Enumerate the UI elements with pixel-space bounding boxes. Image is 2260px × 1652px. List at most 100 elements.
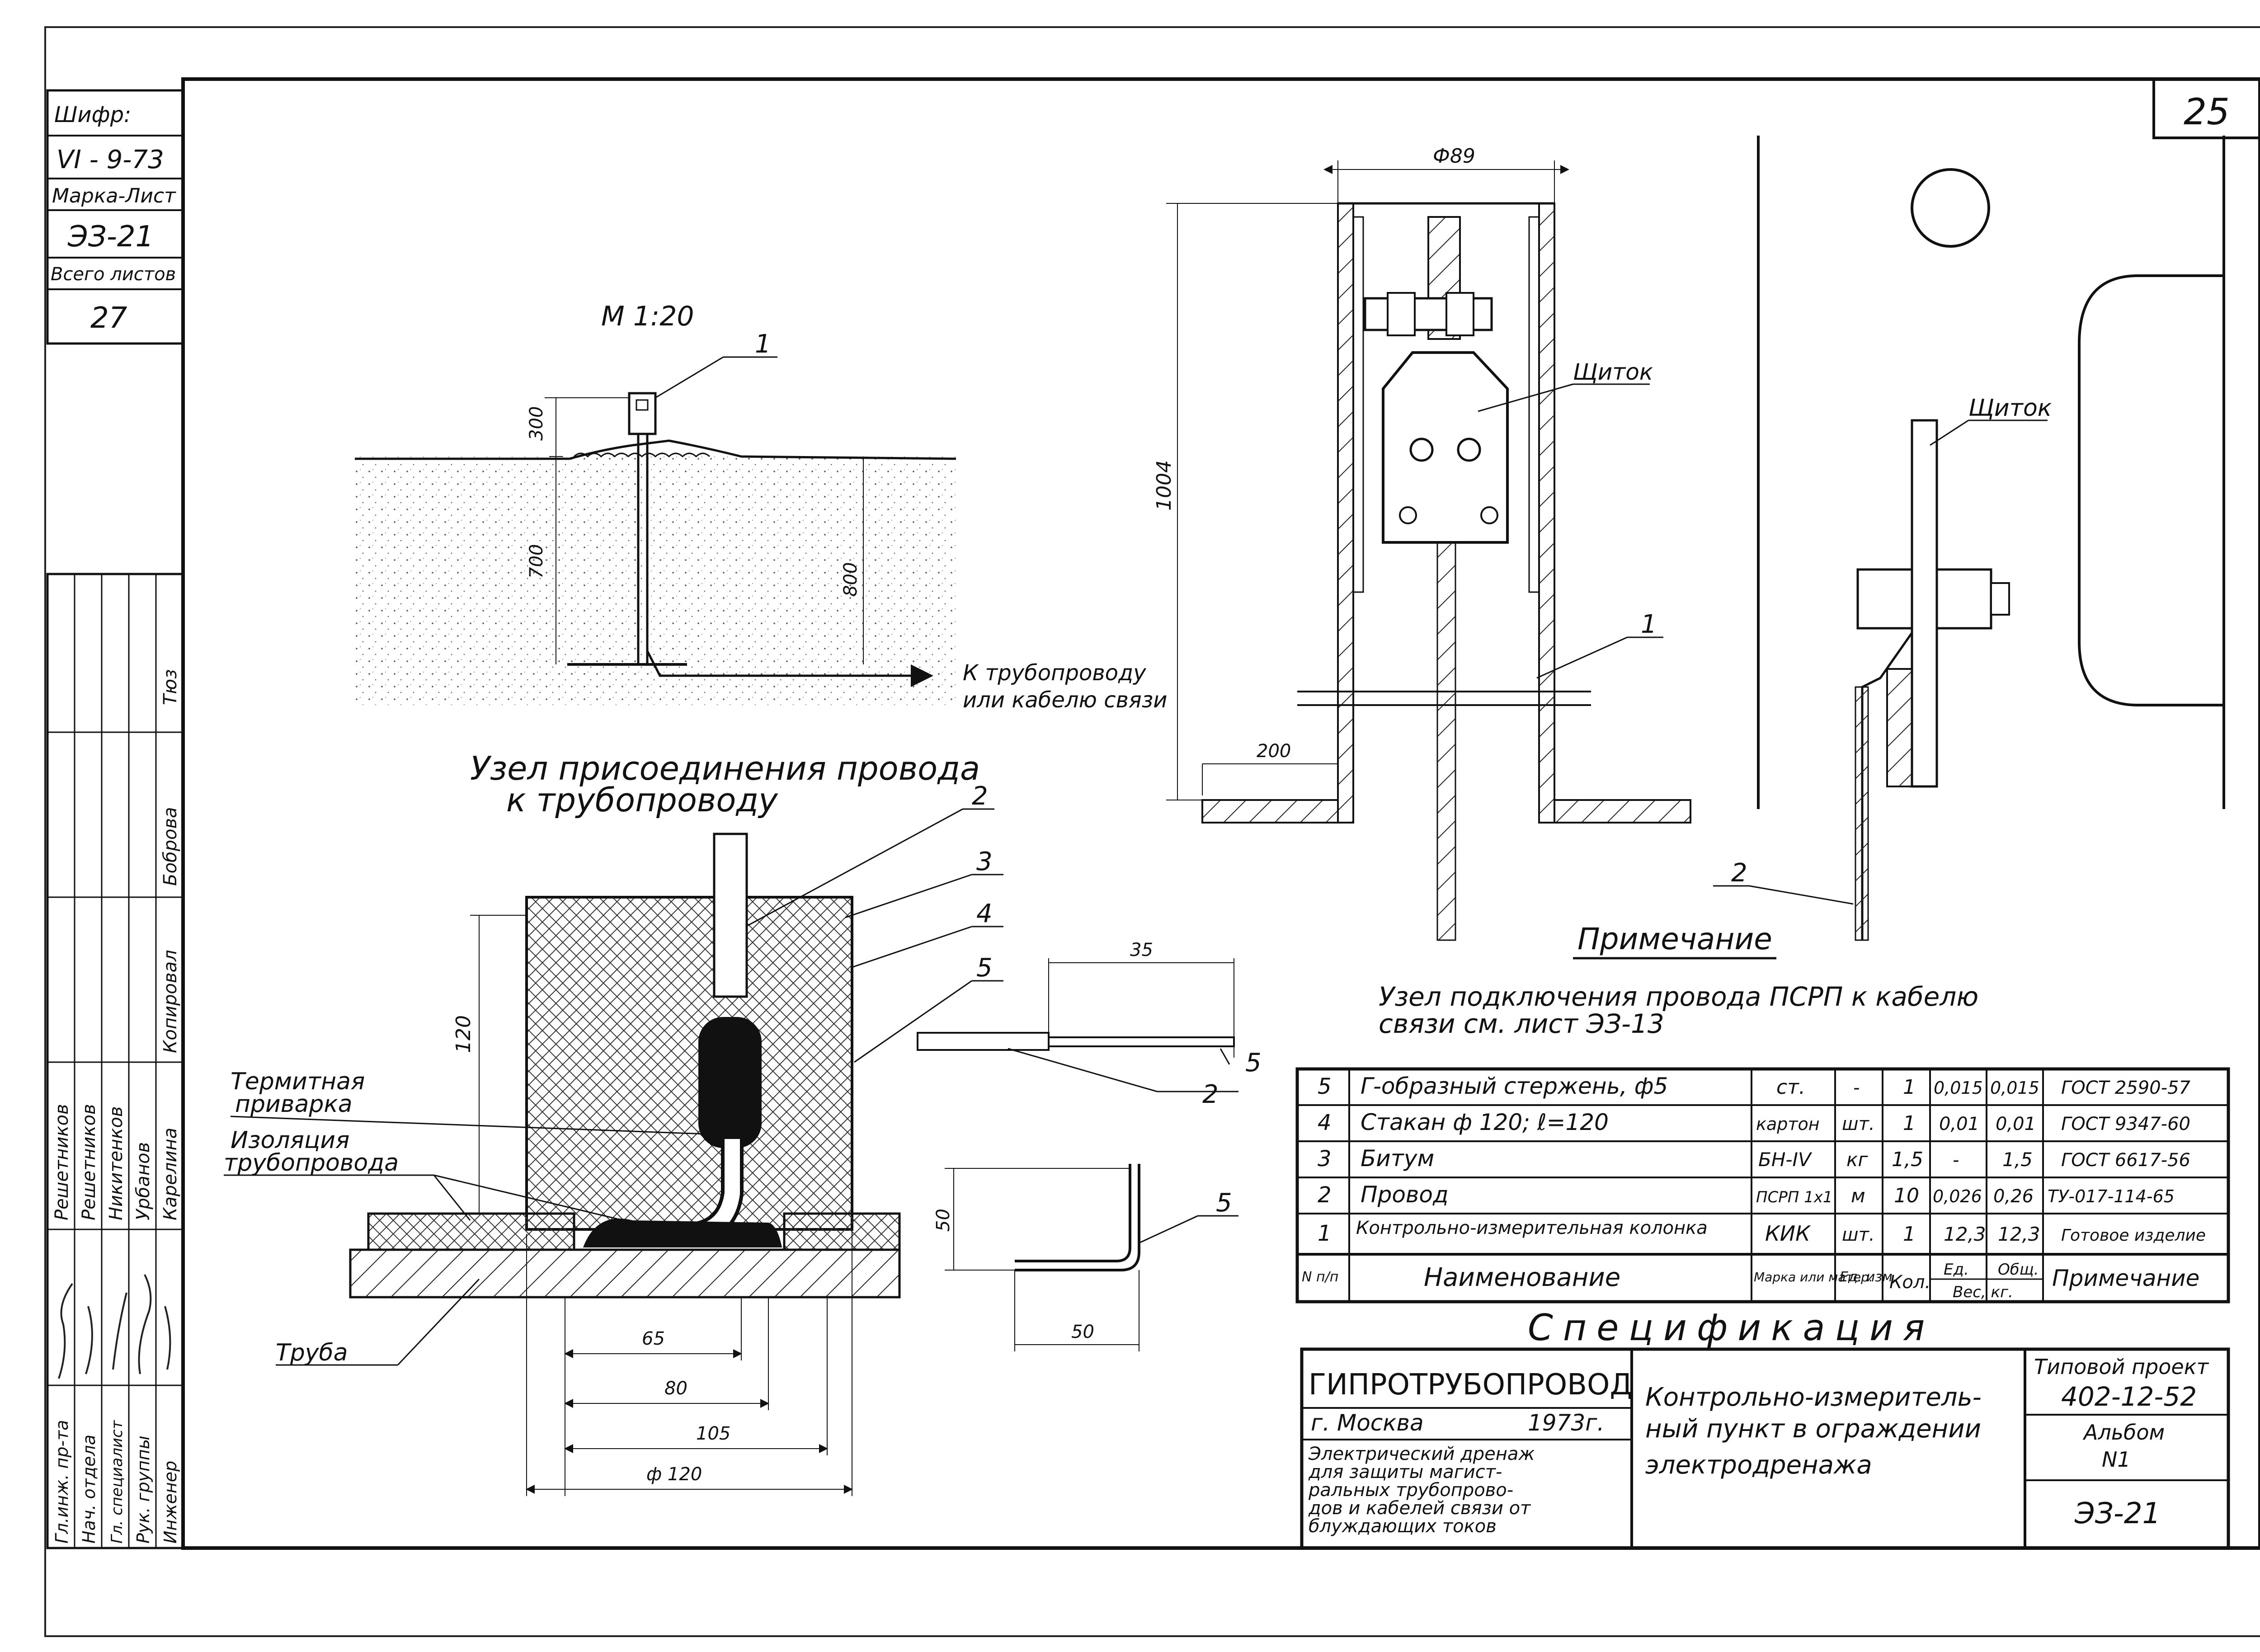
spec-header-mark: Марка или матер. [1754,1270,1873,1285]
inner-sleeve-right [1528,216,1540,593]
subject-line-2: для защиты магист- [1308,1462,1502,1483]
insulation-right [783,1212,901,1251]
label-thermite-2: приварка [235,1091,353,1118]
mark-label: Марка-Лист [52,184,176,207]
spec-row3-w1: - [1953,1150,1959,1171]
label-insulation-2: трубопровода [224,1149,399,1177]
dim-65: 65 [642,1328,665,1349]
drawing-line-2: ный пункт в ограждении [1645,1414,1981,1444]
spec-row1-w1: 12,3 [1944,1223,1986,1245]
signature-scribbles [58,1274,171,1379]
thermite-weld [583,1219,782,1247]
rod-wire [917,1032,1050,1051]
callout-5-rod-a: 5 [1245,1048,1262,1078]
side-cutout [2078,274,2224,706]
spec-row3-name: Битум [1361,1145,1434,1172]
spec-row3-mark: БН-IV [1758,1148,1813,1171]
spec-row4-name: Стакан ф 120; ℓ=120 [1361,1109,1609,1135]
note: Примечание Узел подключения провода ПСРП… [1379,922,1978,1039]
spec-row3-unit: кг [1846,1148,1868,1171]
spec-row1-name: Контрольно-измерительная колонка [1356,1218,1708,1238]
stamp-role-5: Инженер [160,1461,180,1544]
ground-mound [573,452,711,458]
node-view: Узел присоединения провода к трубопровод… [224,749,1003,1496]
spec-row1-note: Готовое изделие [2061,1226,2206,1245]
spec-row3-n: 3 [1318,1146,1332,1172]
total-label: Всего листов [51,264,176,285]
panel [1382,351,1509,544]
spec-row3-qty: 1,5 [1892,1148,1923,1171]
sheet-number-box [2152,78,2260,139]
cipher-label: Шифр: [54,102,131,127]
project-value: 402-12-52 [2061,1381,2197,1412]
note-title: Примечание [1577,922,1772,956]
spec-row1-unit: шт. [1842,1224,1875,1245]
drawing-line-3: электродренажа [1645,1450,1872,1480]
stamp-name-1: Решетников [52,1104,72,1220]
spec-row4-mark: картон [1756,1114,1820,1134]
org-year: 1973г. [1528,1410,1604,1436]
stamp-name-3: Никитенков [106,1106,127,1221]
l-rod [1015,1164,1140,1271]
rod [1048,1036,1235,1047]
label-panel-column: Щиток [1573,359,1653,385]
base-right [1554,799,1691,824]
node-title-2: к трубопроводу [506,781,778,819]
spec-row5-w1: 0,015 [1934,1078,1983,1098]
pipe-wall [349,1248,901,1299]
album-value: N1 [2102,1447,2131,1472]
dim-800: 800 [840,562,861,597]
spec-row1-w2: 12,3 [1998,1223,2040,1245]
subject-line-4: дов и кабелей связи от [1308,1498,1531,1519]
sheet-code: ЭЗ-21 [2074,1497,2161,1530]
subject-line-1: Электрический дренаж [1308,1444,1535,1464]
spec-row3-w2: 1,5 [2002,1148,2033,1171]
spec-header-weight: Вес, кг. [1953,1283,2013,1301]
spec-header-w2: Общ. [1998,1261,2039,1279]
album-label: Альбом [2082,1420,2165,1445]
spec-header-w1: Ед. [1944,1261,1969,1279]
dim-phi-89: Ф89 [1433,145,1475,168]
spec-row5-unit: - [1853,1078,1860,1098]
total-value: 27 [90,301,127,335]
spec-row5-note: ГОСТ 2590-57 [2061,1078,2191,1098]
base-left [1201,799,1339,824]
callout-1-scale: 1 [755,329,771,359]
spec-row5-mark: ст. [1776,1076,1805,1099]
pipe-label-2: или кабелю связи [963,687,1167,713]
spec-header-unit: Ед. изм. [1840,1269,1897,1285]
dim-700: 700 [526,544,547,579]
dim-cup-diameter: ф 120 [646,1464,702,1485]
subject-line-5: блуждающих токов [1309,1516,1497,1537]
label-panel-side: Щиток [1968,395,2052,422]
bitumen-plug [698,1017,762,1148]
spec-row2-note: ТУ-017-114-65 [2048,1186,2175,1206]
column-head-window [636,399,649,411]
mark-value: ЭЗ-21 [67,220,154,254]
spec-row2-n: 2 [1318,1182,1332,1208]
spec-row2-mark: ПСРП 1х1 [1756,1188,1833,1206]
insulation-left [367,1212,575,1251]
spec-row5-name: Г-образный стержень, ф5 [1361,1073,1668,1099]
stamp-bobrova: Боброва [160,807,181,886]
drawing-line-1: Контрольно-измеритель- [1645,1383,1982,1412]
side-stamp: Гл.инж. пр-та Нач. отдела Гл. специалист… [46,573,184,1549]
spec-row2-qty: 10 [1894,1184,1919,1207]
stamp-role-4: Рук. группы [133,1435,153,1544]
column-right-wall [1538,202,1555,824]
dim-300: 300 [526,406,547,441]
l-rod-inner [1015,1164,1131,1262]
top-hole [1911,168,1990,248]
rod-view: 35 5 2 50 50 5 [917,940,1262,1351]
callout-4-node: 4 [976,899,993,928]
stamp-initials: Тюз [160,669,181,705]
spec-row2-w1: 0,026 [1933,1186,1982,1206]
callout-1-column: 1 [1641,610,1657,639]
stamp-role-2: Нач. отдела [79,1435,99,1544]
org-name: ГИПРОТРУБОПРОВОД [1309,1368,1632,1402]
dim-50-h: 50 [933,1209,954,1232]
scale-title: М 1:20 [601,301,694,332]
stamp-name-4: Урбанов [133,1142,154,1220]
callout-2-rod: 2 [1202,1080,1219,1109]
spec-table: 5 Г-образный стержень, ф5 ст. - 1 0,015 … [1295,1067,2230,1349]
